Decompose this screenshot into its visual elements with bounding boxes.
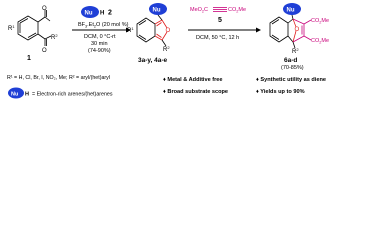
nuh-reagent-number: 2 [108,10,112,17]
intermediate-r2: R2 [163,45,170,53]
product-label: 6a-d [284,57,297,64]
intermediate-o: O [166,28,171,34]
legend-h: H [25,91,29,97]
feature-synthetic-utility: ♦ Synthetic utility as diene [256,77,326,83]
dmad-right-ester: CO2Me [228,7,246,14]
feature-substrate-scope: ♦ Broad substrate scope [163,89,228,95]
nuh-reagent-oval [81,6,99,18]
intermediate-nu-oval [149,3,167,15]
product-nu-oval [283,3,301,15]
dmad-left-ester: MeO2C [190,7,208,14]
reaction-arrow-1 [72,27,131,33]
intermediate-label: 3a-y, 4a-e [138,57,168,64]
legend-nu-oval [8,87,24,99]
product-ester-1: CO2Me [311,18,329,25]
product-nu: Nu [287,8,295,14]
reaction-scheme: O O R1 R2 1 Nu H 2 BF3.Et2O (20 mol %) D… [7,3,329,99]
step1-yield: (74-90%) [88,48,111,54]
reactant-1-o2: O [42,48,47,54]
reactant-1-structure [17,10,52,46]
product-yield: (70-85%) [281,65,304,71]
step1-catalyst: BF3.Et2O (20 mol %) [78,22,129,29]
feature-metal-free: ♦ Metal & Additive free [163,77,223,83]
intermediate-structure [136,14,168,47]
feature-yields: ♦ Yields up to 90% [256,89,305,95]
substituent-definition: R¹ = H, Cl, Br, I, NO₂, Me; R² = aryl/(h… [7,75,110,81]
reactant-1-label: 1 [27,55,31,62]
product-ester-2: CO2Me [311,38,329,45]
nuh-reagent-h: H [100,11,104,17]
dmad-number: 5 [218,17,222,24]
step1-time: 30 min [91,41,108,47]
step1-conditions: DCM, 0 °C-rt [84,34,116,40]
step2-conditions: DCM, 50 °C, 12 h [196,35,239,41]
legend-nu: Nu [11,91,18,97]
product-o: O [295,27,300,33]
intermediate-nu: Nu [153,8,161,14]
dmad-alkyne [213,7,227,12]
product-structure [269,14,312,49]
product-r2: R2 [292,47,299,55]
reactant-1-r2: R2 [51,33,58,41]
nuh-definition: = Electron-rich arenes/(het)arenes [32,91,113,97]
intermediate-r1: R1 [127,26,134,34]
reactant-1-o1: O [42,6,47,12]
nuh-reagent-nu: Nu [85,11,93,17]
reactant-1-r1: R1 [8,24,15,32]
reaction-arrow-2 [188,27,261,33]
